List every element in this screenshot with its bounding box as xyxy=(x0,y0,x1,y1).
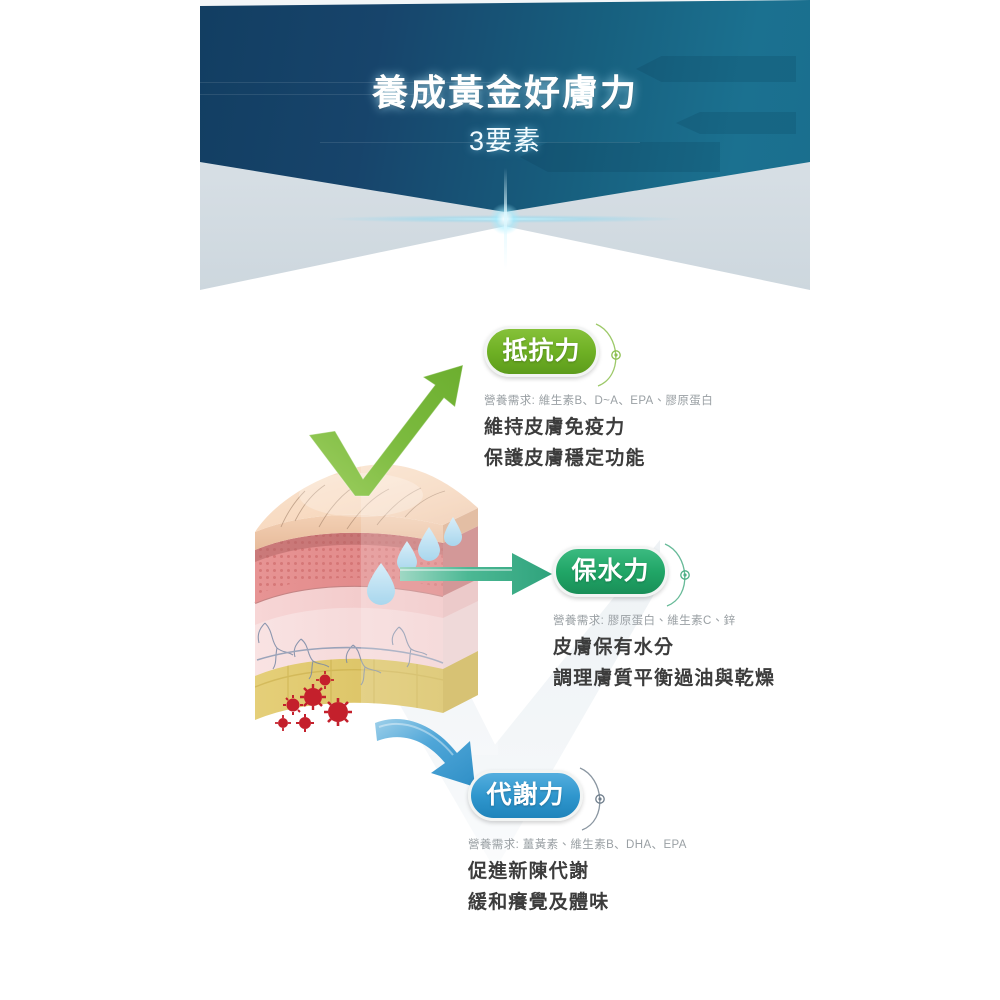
badge-resistance[interactable]: 抵抗力 xyxy=(484,326,599,377)
description-line: 緩和癢覺及體味 xyxy=(468,891,610,913)
arrow-watermark-icon xyxy=(676,112,796,134)
badge-row: 代謝力 xyxy=(468,767,687,832)
header-banner: 養成黃金好膚力 3要素 xyxy=(200,0,810,290)
skin-texture-lines xyxy=(280,484,446,530)
description-line: 促進新陳代謝 xyxy=(468,860,590,882)
description-line: 調理膚質平衡過油與乾燥 xyxy=(553,667,776,689)
badge-hydration[interactable]: 保水力 xyxy=(553,546,668,597)
arrow-hydration-icon xyxy=(400,553,552,595)
arrow-metabolism-icon xyxy=(375,718,475,787)
layer-dermis-papillary xyxy=(255,526,478,603)
arrow-watermark-icon xyxy=(520,142,720,172)
nutrients-line: 營養需求: 膠原蛋白、維生素C、鋅 xyxy=(553,615,736,627)
page-subtitle: 3要素 xyxy=(468,126,542,157)
description-line: 皮膚保有水分 xyxy=(553,636,675,658)
banner-hairline xyxy=(200,82,500,83)
badge-label: 保水力 xyxy=(571,557,650,585)
nutrients-line: 營養需求: 維生素B、D~A、EPA、膠原蛋白 xyxy=(484,395,714,407)
description-line: 保護皮膚穩定功能 xyxy=(484,447,646,469)
feature-block-hydration: 保水力 營養需求: 膠原蛋白、維生素C、鋅 皮膚保有水分 調理膚質平衡過油與乾燥 xyxy=(553,543,776,690)
badge-row: 抵抗力 xyxy=(484,323,713,388)
skin-cross-section-illustration xyxy=(254,455,498,755)
feature-block-resistance: 抵抗力 營養需求: 維生素B、D~A、EPA、膠原蛋白 維持皮膚免疫力 保護皮膚… xyxy=(484,323,714,470)
arrow-resistance-icon xyxy=(308,364,464,497)
description-line: 維持皮膚免疫力 xyxy=(484,416,626,438)
page-title: 養成黃金好膚力 xyxy=(371,72,638,113)
badge-label: 代謝力 xyxy=(486,781,565,809)
arrow-watermark-icon xyxy=(636,56,796,82)
banner-dark-chevron xyxy=(200,0,810,212)
bacteria-cells-icon xyxy=(275,671,352,732)
badge-row: 保水力 xyxy=(553,543,775,608)
banner-text-group: 養成黃金好膚力 3要素 xyxy=(200,72,810,158)
badge-label: 抵抗力 xyxy=(502,337,581,365)
badge-metabolism[interactable]: 代謝力 xyxy=(468,770,583,821)
feature-block-metabolism: 代謝力 營養需求: 薑黃素、維生素B、DHA、EPA 促進新陳代謝 緩和癢覺及體… xyxy=(468,767,687,914)
banner-hairline xyxy=(320,142,640,143)
banner-hairline xyxy=(200,94,430,95)
water-droplets-icon xyxy=(367,517,462,605)
nutrients-line: 營養需求: 薑黃素、維生素B、DHA、EPA xyxy=(468,839,687,851)
